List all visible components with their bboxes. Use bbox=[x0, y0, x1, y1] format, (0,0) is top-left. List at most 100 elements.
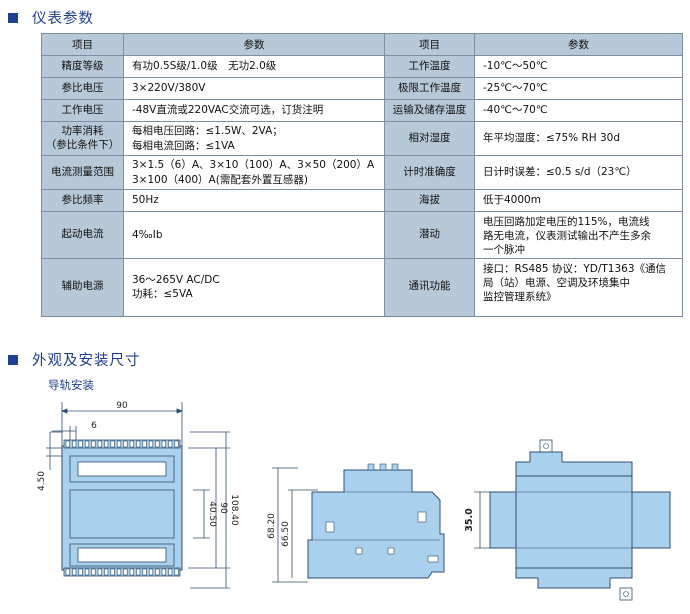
row-value-line: 路无电流，仪表测试输出不产生多余 bbox=[483, 230, 651, 243]
row-value-line: 电压回路加定电压的115%，电流线 bbox=[483, 216, 650, 228]
row-value: 年平均湿度：≤75% RH 30d bbox=[474, 121, 683, 156]
spec-table: 项目 参数 项目 参数 精度等级有功0.5S级/1.0级 无功2.0级工作温度-… bbox=[41, 33, 683, 317]
row-value: -10℃～50℃ bbox=[474, 55, 683, 78]
row-value-line: 年平均湿度：≤75% RH 30d bbox=[483, 132, 621, 145]
row-label-line: 海拔 bbox=[419, 193, 440, 206]
row-label: 参比电压 bbox=[41, 77, 124, 100]
dim-front-width: 90 bbox=[116, 401, 128, 411]
rear-view-drawing: 35.0 bbox=[464, 439, 671, 601]
row-label-line: 极限工作温度 bbox=[398, 81, 461, 94]
dim-rear-rail: 35.0 bbox=[464, 508, 475, 532]
row-label-line: 运输及储存温度 bbox=[392, 103, 467, 116]
row-value: -25℃～70℃ bbox=[474, 77, 683, 100]
dim-front-body: 90 bbox=[218, 502, 228, 514]
terminal-tooth bbox=[78, 440, 83, 448]
row-value-line: 3×100（400）A(需配套外置互感器) bbox=[132, 173, 308, 186]
dim-side-outer: 68.20 bbox=[267, 513, 277, 539]
terminal-tooth bbox=[161, 568, 166, 576]
dim-front-pitch: 6 bbox=[91, 421, 97, 431]
row-label-line: 辅助电源 bbox=[61, 280, 104, 293]
terminal-tooth bbox=[168, 568, 173, 576]
terminal-tooth bbox=[174, 568, 179, 576]
table-row: 参比电压 3×220V/380V 极限工作温度 -25℃～70℃ bbox=[41, 77, 683, 100]
terminal-tooth bbox=[110, 568, 115, 576]
row-label-line: 参比电压 bbox=[61, 81, 104, 94]
terminal-tooth bbox=[104, 568, 109, 576]
row-value: -48V直流或220VAC交流可选，订货注明 bbox=[123, 99, 385, 122]
row-label-line: （参比条件下） bbox=[45, 138, 120, 151]
row-label: 相对湿度 bbox=[384, 121, 475, 156]
terminal-tooth bbox=[174, 440, 179, 448]
dim-front-total: 108.40 bbox=[229, 494, 239, 526]
row-value-line: 日计时误差：≤0.5 s/d（23℃） bbox=[483, 166, 637, 179]
row-value-line: -25℃～70℃ bbox=[483, 82, 548, 95]
section-title-parameters: 仪表参数 bbox=[8, 7, 94, 28]
section-title-text: 仪表参数 bbox=[32, 11, 94, 27]
row-value-line: 功耗：≤5VA bbox=[132, 288, 193, 301]
row-value-line: -40℃～70℃ bbox=[483, 104, 548, 117]
row-label: 计时准确度 bbox=[384, 155, 475, 190]
row-value: 50Hz bbox=[123, 189, 385, 212]
header-param-1: 参数 bbox=[123, 33, 385, 56]
terminal-tooth bbox=[65, 568, 70, 576]
terminal-tooth bbox=[136, 568, 141, 576]
row-label: 辅助电源 bbox=[41, 257, 124, 317]
row-label: 电流测量范围 bbox=[41, 155, 124, 190]
terminal-tooth bbox=[142, 440, 147, 448]
row-label: 通讯功能 bbox=[384, 257, 475, 317]
row-value-line: 每相电压回路：≤1.5W、2VA； bbox=[132, 125, 283, 138]
row-value: 有功0.5S级/1.0级 无功2.0级 bbox=[123, 55, 385, 78]
dim-front-top: 4.50 bbox=[37, 471, 47, 491]
row-label: 功率消耗（参比条件下） bbox=[41, 121, 124, 156]
subsection-title-rail: 导轨安装 bbox=[48, 378, 94, 392]
row-label: 海拔 bbox=[384, 189, 475, 212]
terminal-tooth bbox=[78, 568, 83, 576]
table-row: 工作电压-48V直流或220VAC交流可选，订货注明运输及储存温度-40℃～70… bbox=[41, 99, 683, 122]
header-param-2: 参数 bbox=[474, 33, 683, 56]
row-value: 每相电压回路：≤1.5W、2VA；每相电流回路：≤1VA bbox=[123, 121, 385, 156]
row-value-line: 有功0.5S级/1.0级 无功2.0级 bbox=[132, 60, 277, 73]
row-label: 工作温度 bbox=[384, 55, 475, 78]
row-label-line: 相对湿度 bbox=[408, 131, 451, 144]
table-row: 精度等级 有功0.5S级/1.0级 无功2.0级 工作温度-10℃～50℃ bbox=[41, 55, 683, 78]
row-label: 参比频率 bbox=[41, 189, 124, 212]
terminal-tooth bbox=[129, 568, 134, 576]
row-label: 极限工作温度 bbox=[384, 77, 475, 100]
section-title-text: 外观及安装尺寸 bbox=[32, 353, 141, 369]
row-label-line: 功率消耗 bbox=[61, 125, 104, 138]
row-value-line: 接口：RS485 协议：YD/T1363《通信 bbox=[483, 262, 667, 275]
row-value-line: 3×220V/380V bbox=[132, 82, 206, 95]
row-value-line: 低于4000m bbox=[483, 194, 541, 207]
row-value: 4‰Ib bbox=[123, 211, 385, 259]
row-value: 低于4000m bbox=[474, 189, 683, 212]
terminal-tooth bbox=[104, 440, 109, 448]
row-value-line: 局（站）电源、空调及环境集中 bbox=[483, 276, 630, 289]
terminal-tooth bbox=[148, 568, 154, 576]
row-value-line: 一个脉冲 bbox=[483, 244, 525, 257]
dim-side-inner: 66.50 bbox=[281, 521, 291, 547]
terminal-tooth bbox=[97, 440, 102, 448]
row-value: 接口：RS485 协议：YD/T1363《通信局（站）电源、空调及环境集中监控管… bbox=[474, 257, 683, 317]
row-label-line: 精度等级 bbox=[61, 59, 104, 72]
side-view-drawing: 68.20 66.50 bbox=[267, 463, 445, 583]
terminal-tooth bbox=[72, 440, 77, 448]
terminal-tooth bbox=[155, 568, 160, 576]
row-value-line: 4‰Ib bbox=[132, 228, 163, 241]
row-label-line: 计时准确度 bbox=[403, 165, 456, 178]
row-label-line: 电流测量范围 bbox=[51, 165, 114, 178]
row-value-line: 每相电流回路：≤1VA bbox=[132, 139, 235, 152]
row-value: -40℃～70℃ bbox=[474, 99, 683, 122]
terminal-tooth bbox=[116, 440, 122, 448]
section-title-dimensions: 外观及安装尺寸 bbox=[8, 349, 141, 370]
section-bullet-icon bbox=[8, 354, 18, 365]
row-label: 运输及储存温度 bbox=[384, 99, 475, 122]
row-value-line: 监控管理系统》 bbox=[483, 290, 557, 303]
terminal-tooth bbox=[129, 440, 134, 448]
terminal-tooth bbox=[142, 568, 147, 576]
